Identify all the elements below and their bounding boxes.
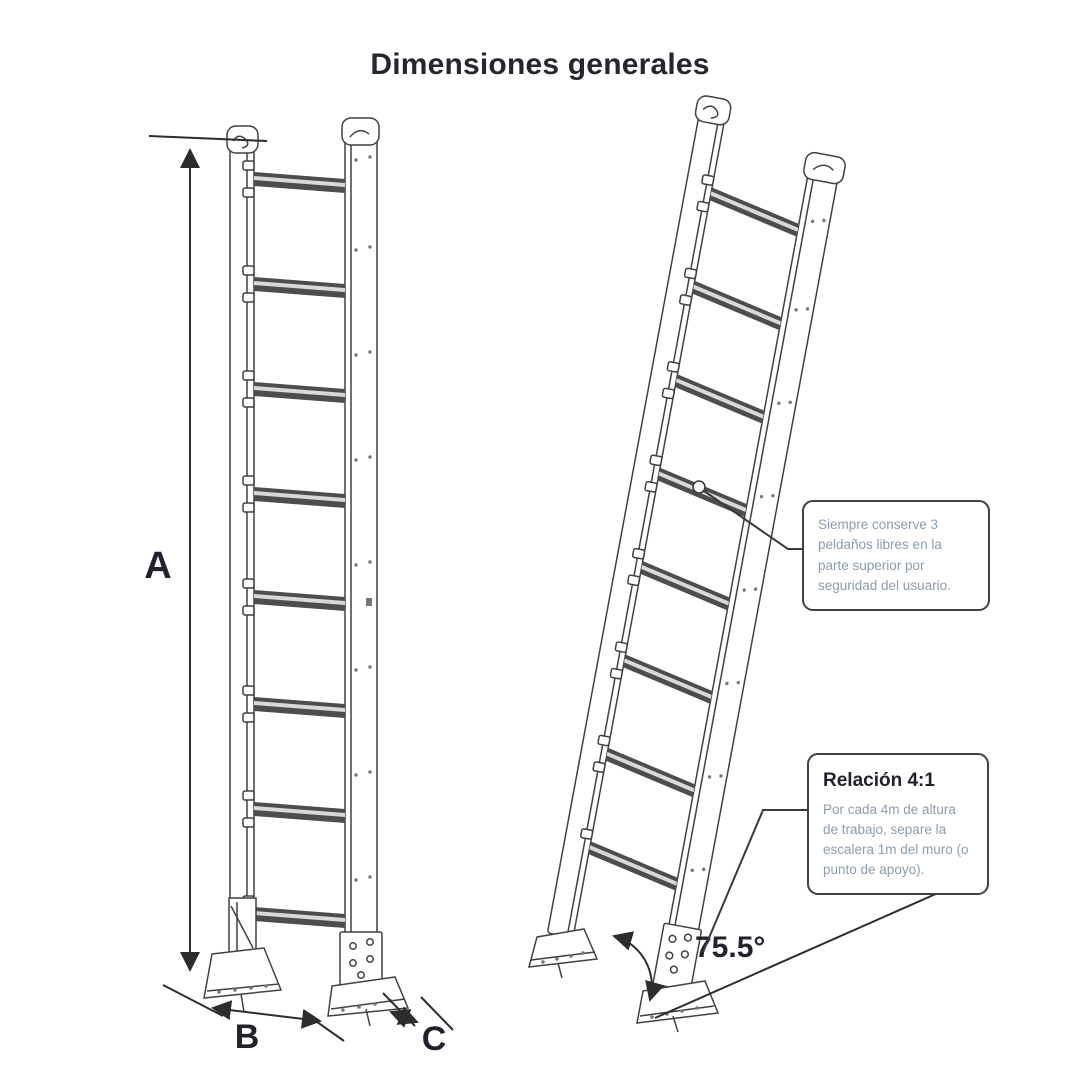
angle-arc xyxy=(612,931,665,1002)
callout-free-rungs: Siempre conserve 3 peldaños libres en la… xyxy=(802,500,990,611)
dim-a-top-tick xyxy=(148,135,268,142)
dim-b-right-tick xyxy=(302,1011,345,1042)
dim-label-a: A xyxy=(144,545,171,587)
right-ladder-illustration xyxy=(547,95,846,997)
right-ladder-left-foot xyxy=(527,928,599,979)
right-rail-cap-detail xyxy=(349,129,370,138)
leader-ratio-note xyxy=(702,809,807,953)
left-ladder-rivets xyxy=(354,155,372,882)
callout-ratio: Relación 4:1 Por cada 4m de altura de tr… xyxy=(807,753,989,895)
ground-line xyxy=(654,892,939,1019)
dim-c-arrow xyxy=(389,1006,419,1028)
leader-top-note xyxy=(703,490,802,550)
left-ladder-illustration xyxy=(203,117,410,1027)
page-title: Dimensiones generales xyxy=(370,48,710,81)
angle-annotation xyxy=(612,892,939,1019)
right-ladder-rivets xyxy=(690,218,826,872)
left-ladder-left-rail xyxy=(229,131,255,961)
right-ladder-left-cap xyxy=(694,95,732,126)
callout-ratio-text: Por cada 4m de altura de trabajo, separe… xyxy=(823,801,969,878)
dim-b-arrow xyxy=(211,1000,322,1029)
dimension-lines xyxy=(148,135,454,1042)
dim-label-b: B xyxy=(235,1018,260,1056)
left-ladder-rung-highlights xyxy=(254,176,345,922)
right-ladder-rung-highlights xyxy=(589,191,799,886)
callout-leaders xyxy=(702,490,807,953)
callout-ratio-title: Relación 4:1 xyxy=(823,770,935,791)
dim-label-c: C xyxy=(422,1020,447,1058)
right-ladder-right-cap xyxy=(803,151,846,185)
left-ladder-right-foot xyxy=(327,931,410,1027)
left-ladder-right-rail xyxy=(344,123,378,969)
right-ladder-right-foot xyxy=(636,980,720,1033)
left-ladder-left-foot xyxy=(203,897,283,1013)
right-rail-cap xyxy=(341,117,380,146)
rung-marker-dot xyxy=(692,480,706,494)
callout-free-rungs-text: Siempre conserve 3 peldaños libres en la… xyxy=(818,517,951,593)
dim-c-right-tick xyxy=(420,996,454,1031)
left-ladder-rungs xyxy=(254,172,345,928)
angle-label: 75.5° xyxy=(695,931,765,964)
right-ladder-rung-clips xyxy=(580,174,715,840)
